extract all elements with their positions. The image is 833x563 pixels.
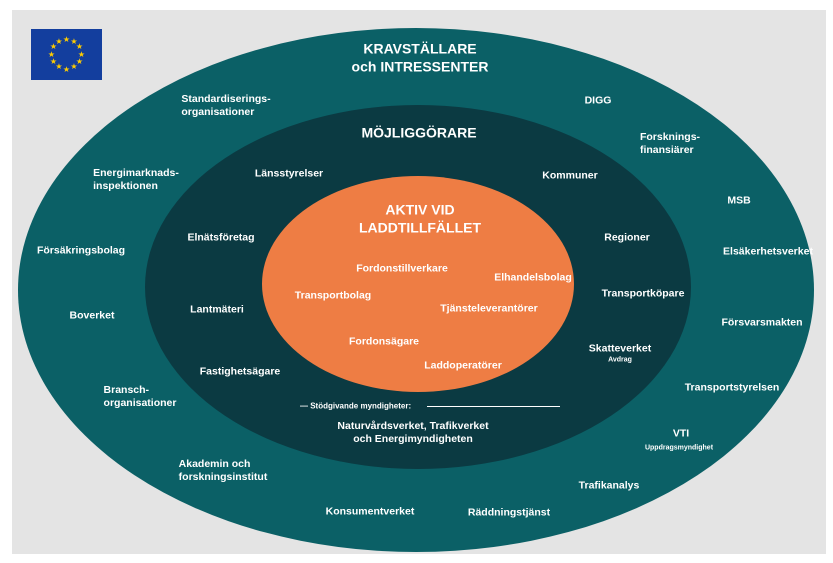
outer-item: Räddningstjänst [467,506,551,519]
outer-item: Försvarsmakten [721,316,803,329]
flag-star-icon: ★ [55,62,63,72]
middle-item: Fastighetsägare [199,365,281,378]
outer-title-line1: KRAVSTÄLLARE [363,40,477,57]
support-divider [427,406,560,407]
inner-item: Fordonsägare [348,335,420,348]
inner-title-line1: AKTIV VID [385,201,455,218]
flag-star-icon: ★ [75,57,84,66]
middle-ring-title: MÖJLIGGÖRARE [361,124,477,141]
flag-star-icon: ★ [70,36,78,46]
inner-item: Transportbolag [294,289,372,302]
flag-star-icon: ★ [70,62,78,72]
inner-core [262,176,574,392]
outer-item: Energimarknads- inspektionen [93,166,179,192]
middle-item: Transportköpare [601,287,685,300]
outer-item: Bransch- organisationer [103,383,177,409]
middle-item: Regioner [604,231,650,244]
inner-item: Tjänsteleverantörer [440,302,538,315]
flag-star-icon: ★ [75,42,84,51]
middle-item: Kommuner [542,169,598,182]
flag-star-icon: ★ [49,57,58,66]
skatteverket-note: Avdrag [608,356,632,364]
outer-item: DIGG [584,94,612,107]
outer-item: Konsumentverket [325,505,415,518]
middle-item: Elnätsföretag [187,231,255,244]
outer-item: Transportstyrelsen [684,381,780,394]
inner-item: Laddoperatörer [424,359,502,372]
support-caption: — Stödgivande myndigheter: [300,401,412,411]
outer-item: Forsknings- finansiärer [639,130,701,156]
flag-star-icon: ★ [47,49,56,59]
flag-star-icon: ★ [62,64,71,74]
outer-item: Standardiserings- organisationer [181,92,271,118]
eu-flag-icon: ★★★★★★★★★★★★ [31,29,102,80]
flag-star-icon: ★ [77,49,86,59]
flag-star-icon: ★ [55,36,63,46]
flag-star-icon: ★ [62,34,71,44]
outer-item: Boverket [69,309,115,322]
middle-item: Skatteverket [588,342,652,355]
outer-item: Försäkringsbolag [36,244,126,257]
support-agencies: Naturvårdsverket, Trafikverket och Energ… [337,419,489,445]
inner-item: Fordonstillverkare [356,262,448,275]
inner-title-line2: LADDTILLFÄLLET [358,219,482,235]
flag-star-icon: ★ [49,42,58,51]
outer-item: Elsäkerhetsverket [723,245,813,258]
outer-item: Trafikanalys [578,479,640,492]
outer-item: MSB [727,194,751,207]
outer-title-line2: och INTRESSENTER [351,58,489,74]
inner-item: Elhandelsbolag [494,271,572,284]
outer-item: VTI [672,427,690,440]
outer-item: Akademin och forskningsinstitut [178,457,268,483]
outer-ring-title: KRAVSTÄLLARE och INTRESSENTER [352,41,489,76]
vti-note: Uppdragsmyndighet [644,444,714,452]
inner-core-title: AKTIV VID LADDTILLFÄLLET [359,202,481,237]
middle-item: Länsstyrelser [254,167,324,180]
middle-item: Lantmäteri [190,303,244,316]
